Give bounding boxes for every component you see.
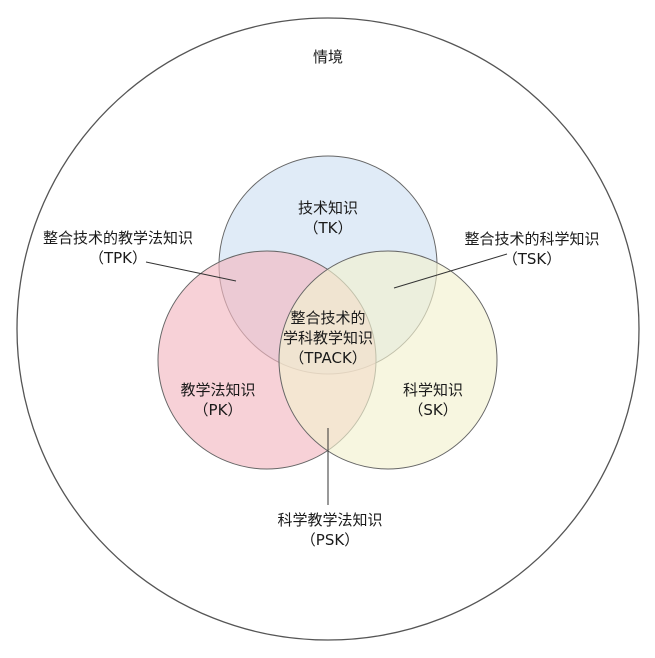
tpk-abbr: （TPK） [89,249,147,267]
sk-label: 科学知识 [403,381,463,399]
tpk-leader-line [145,261,237,282]
pk-label: 教学法知识 [180,381,255,399]
tsk-abbr: （TSK） [503,250,562,268]
tsk-label: 整合技术的科学知识 [464,230,599,248]
sk-abbr: （SK） [408,401,457,419]
context-label: 情境 [313,48,343,66]
tpack-label-line2: 学科教学知识 [283,329,373,347]
pk-abbr: （PK） [194,401,243,419]
tpack-abbr: （TPACK） [289,349,367,367]
context-circle [16,17,640,641]
tk-label: 技术知识 [298,199,358,217]
tk-abbr: （TK） [304,219,353,237]
psk-abbr: （PSK） [301,531,359,549]
tsk-leader-line [393,253,508,289]
psk-label: 科学教学法知识 [277,511,382,529]
tpack-label-line1: 整合技术的 [290,309,365,327]
sk-circle [278,250,498,470]
tpk-label: 整合技术的教学法知识 [43,229,193,247]
